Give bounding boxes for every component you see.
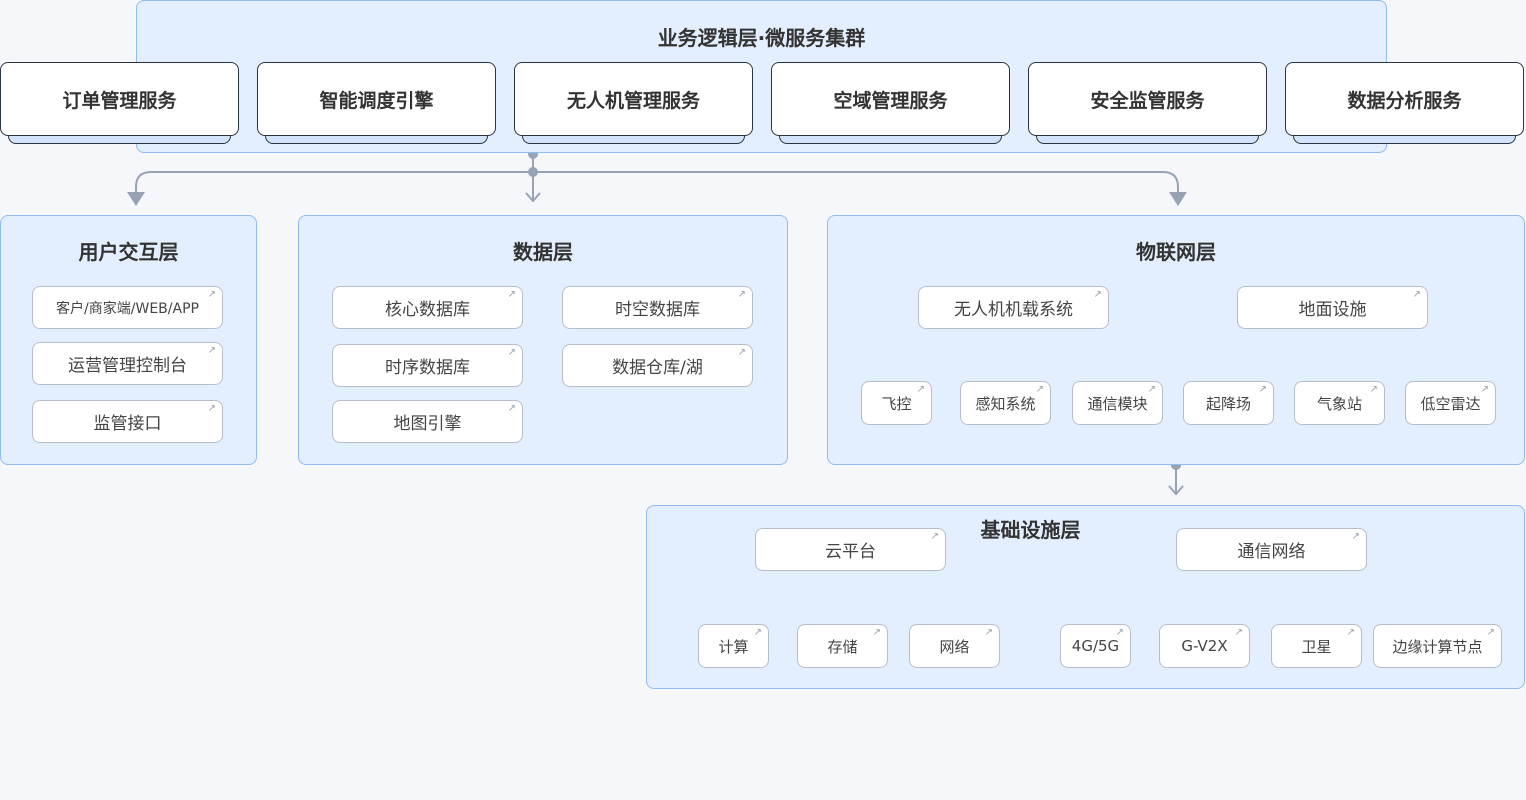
node-label: 计算 — [718, 637, 749, 656]
node-label: 云平台 — [825, 542, 876, 562]
service-label: 无人机管理服务 — [514, 62, 753, 136]
node-storage[interactable]: 存储 ↗ — [797, 624, 888, 668]
node-gv2x[interactable]: G-V2X ↗ — [1159, 624, 1250, 668]
node-radar[interactable]: 低空雷达↗ — [1405, 381, 1496, 425]
iot-layer-title: 物联网层 — [1136, 240, 1216, 264]
service-label: 订单管理服务 — [0, 62, 239, 136]
service-label: 智能调度引擎 — [257, 62, 496, 136]
external-link-icon: ↗ — [207, 345, 216, 356]
node-flight-control[interactable]: 飞控 ↗ — [861, 381, 932, 425]
external-link-icon: ↗ — [737, 289, 746, 300]
node-satellite[interactable]: 卫星 ↗ — [1271, 624, 1362, 668]
node-label: 存储 — [827, 637, 858, 656]
external-link-icon: ↗ — [1115, 627, 1124, 638]
external-link-icon: ↗ — [1234, 627, 1243, 638]
infra-layer-title: 基础设施层 — [980, 518, 1081, 542]
iot-layer-panel: 物联网层 — [827, 215, 1525, 465]
node-label: 通信网络 — [1237, 542, 1306, 562]
node-network[interactable]: 网络 ↗ — [909, 624, 1000, 668]
service-analytics[interactable]: 数据分析服务 — [1285, 62, 1524, 145]
external-link-icon: ↗ — [207, 289, 216, 300]
node-label: 地图引擎 — [393, 414, 462, 434]
service-airspace[interactable]: 空域管理服务 — [771, 62, 1010, 145]
node-label: 飞控 — [881, 394, 912, 413]
service-label: 安全监管服务 — [1028, 62, 1267, 136]
data-layer-title: 数据层 — [513, 240, 573, 264]
external-link-icon: ↗ — [930, 531, 939, 542]
external-link-icon: ↗ — [1147, 384, 1156, 395]
node-label: 4G/5G — [1071, 637, 1120, 655]
node-regulatory-api[interactable]: 监管接口 ↗ — [32, 400, 223, 443]
node-label: 运营管理控制台 — [68, 356, 187, 376]
node-comm-module[interactable]: 通信模块↗ — [1072, 381, 1163, 425]
node-label: 网络 — [939, 637, 970, 656]
node-label: 监管接口 — [93, 414, 162, 434]
node-ground-facilities[interactable]: 地面设施 ↗ — [1237, 286, 1428, 329]
node-label: 气象站 — [1316, 394, 1362, 413]
external-link-icon: ↗ — [753, 627, 762, 638]
external-link-icon: ↗ — [1346, 627, 1355, 638]
external-link-icon: ↗ — [207, 403, 216, 414]
node-timeseries-db[interactable]: 时序数据库 ↗ — [332, 344, 523, 387]
node-client-app[interactable]: 客户/商家端/WEB/APP ↗ — [32, 286, 223, 329]
external-link-icon: ↗ — [1369, 384, 1378, 395]
external-link-icon: ↗ — [984, 627, 993, 638]
node-map-engine[interactable]: 地图引擎 ↗ — [332, 400, 523, 443]
service-drone[interactable]: 无人机管理服务 — [514, 62, 753, 145]
node-label: 数据仓库/湖 — [612, 358, 703, 378]
external-link-icon: ↗ — [507, 289, 516, 300]
external-link-icon: ↗ — [916, 384, 925, 395]
node-label: 通信模块 — [1087, 394, 1148, 413]
external-link-icon: ↗ — [1093, 289, 1102, 300]
node-label: 起降场 — [1205, 394, 1251, 413]
node-label: 无人机机载系统 — [954, 300, 1073, 320]
node-compute[interactable]: 计算 ↗ — [698, 624, 769, 668]
node-label: 客户/商家端/WEB/APP — [56, 300, 199, 317]
service-safety[interactable]: 安全监管服务 — [1028, 62, 1267, 145]
service-label: 空域管理服务 — [771, 62, 1010, 136]
service-order[interactable]: 订单管理服务 — [0, 62, 239, 145]
node-weather-station[interactable]: 气象站 ↗ — [1294, 381, 1385, 425]
node-cloud-platform[interactable]: 云平台 ↗ — [755, 528, 946, 571]
node-4g5g[interactable]: 4G/5G↗ — [1060, 624, 1131, 668]
node-perception[interactable]: 感知系统↗ — [960, 381, 1051, 425]
external-link-icon: ↗ — [1258, 384, 1267, 395]
node-label: 时空数据库 — [615, 300, 700, 320]
node-label: 边缘计算节点 — [1392, 637, 1483, 656]
node-onboard-system[interactable]: 无人机机载系统 ↗ — [918, 286, 1109, 329]
node-vertiport[interactable]: 起降场 ↗ — [1183, 381, 1274, 425]
node-core-db[interactable]: 核心数据库 ↗ — [332, 286, 523, 329]
external-link-icon: ↗ — [872, 627, 881, 638]
external-link-icon: ↗ — [1486, 627, 1495, 638]
business-layer-title: 业务逻辑层·微服务集群 — [657, 26, 866, 50]
node-edge-compute[interactable]: 边缘计算节点↗ — [1373, 624, 1502, 668]
external-link-icon: ↗ — [1480, 384, 1489, 395]
user-layer-title: 用户交互层 — [78, 240, 179, 264]
external-link-icon: ↗ — [1351, 531, 1360, 542]
external-link-icon: ↗ — [507, 347, 516, 358]
node-spatiotemporal-db[interactable]: 时空数据库 ↗ — [562, 286, 753, 329]
node-data-lake[interactable]: 数据仓库/湖 ↗ — [562, 344, 753, 387]
service-dispatch[interactable]: 智能调度引擎 — [257, 62, 496, 145]
node-label: 地面设施 — [1298, 300, 1367, 320]
external-link-icon: ↗ — [507, 403, 516, 414]
service-label: 数据分析服务 — [1285, 62, 1524, 136]
external-link-icon: ↗ — [1412, 289, 1421, 300]
node-label: 卫星 — [1301, 637, 1332, 656]
node-label: G-V2X — [1181, 637, 1228, 655]
node-label: 核心数据库 — [385, 300, 470, 320]
node-label: 感知系统 — [975, 394, 1036, 413]
node-comm-network[interactable]: 通信网络 ↗ — [1176, 528, 1367, 571]
node-label: 时序数据库 — [385, 358, 470, 378]
external-link-icon: ↗ — [1035, 384, 1044, 395]
node-label: 低空雷达 — [1420, 394, 1481, 413]
node-ops-console[interactable]: 运营管理控制台 ↗ — [32, 342, 223, 385]
external-link-icon: ↗ — [737, 347, 746, 358]
